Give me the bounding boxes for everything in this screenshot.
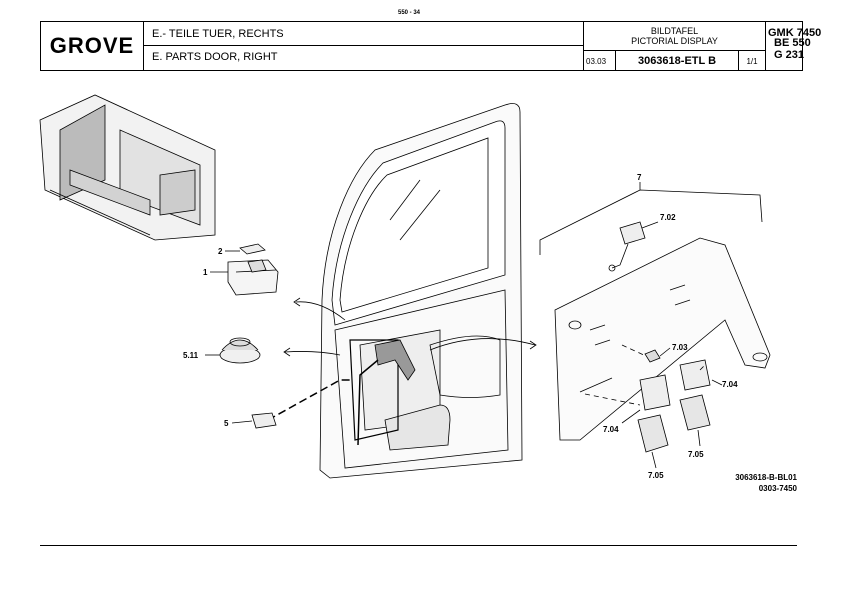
part-7-03-relay bbox=[644, 349, 661, 363]
model-line-3: G 231 bbox=[774, 49, 804, 61]
callout-7-05-right: 7.05 bbox=[688, 450, 704, 459]
part-7-02-switch bbox=[608, 221, 646, 272]
wiring-harness bbox=[267, 379, 350, 421]
part-7-05-socket-left bbox=[637, 414, 669, 453]
title-block: GROVE E.- TEILE TUER, RECHTS E. PARTS DO… bbox=[40, 21, 822, 71]
mounting-bracket bbox=[374, 339, 416, 381]
callout-7-03: 7.03 bbox=[672, 343, 688, 352]
callout-5-11: 5.11 bbox=[183, 351, 199, 360]
relay-mounting-plate bbox=[554, 237, 771, 441]
title-english: E. PARTS DOOR, RIGHT bbox=[144, 46, 584, 70]
callout-7-04-right: 7.04 bbox=[722, 380, 738, 389]
callout-7-05-left: 7.05 bbox=[648, 471, 664, 480]
drawing-code: 3063618-ETL B bbox=[616, 51, 739, 70]
part-7-05-socket-right bbox=[679, 394, 711, 431]
part-2-cap bbox=[239, 243, 266, 255]
footer-divider bbox=[40, 545, 797, 546]
reference-code-2: 0303-7450 bbox=[759, 484, 798, 493]
grove-logo: GROVE bbox=[41, 22, 144, 70]
callout-7-02: 7.02 bbox=[660, 213, 676, 222]
callout-7: 7 bbox=[637, 173, 642, 182]
door-assembly bbox=[319, 103, 523, 479]
part-7-04-relay-right bbox=[679, 359, 711, 391]
title-german: E.- TEILE TUER, RECHTS bbox=[144, 22, 584, 46]
model-line-1: GMK 7450 bbox=[768, 27, 822, 39]
part-7-leader-bracket bbox=[539, 189, 763, 255]
callout-leader-lines bbox=[205, 182, 723, 469]
model-line-2: BE 550 bbox=[774, 37, 811, 49]
callout-1: 1 bbox=[203, 268, 208, 277]
sheet-number: 1/1 bbox=[739, 51, 766, 70]
display-label-german: BILDTAFEL bbox=[650, 26, 699, 36]
callout-7-04-left: 7.04 bbox=[603, 425, 619, 434]
part-1-switch bbox=[227, 259, 279, 296]
part-7-04-relay-left bbox=[639, 374, 671, 411]
display-label: BILDTAFEL PICTORIAL DISPLAY bbox=[584, 22, 766, 51]
callout-5: 5 bbox=[224, 419, 229, 428]
reference-code-1: 3063618-B-BL01 bbox=[735, 473, 797, 482]
assembly-leader-lines bbox=[584, 344, 706, 406]
page-number: 550 - 34 bbox=[398, 10, 421, 16]
direction-arrows bbox=[283, 297, 537, 357]
callout-2: 2 bbox=[218, 247, 223, 256]
part-5-11-buzzer bbox=[219, 337, 261, 364]
model-block: GMK 7450 BE 550 G 231 bbox=[766, 22, 822, 70]
part-5-connector bbox=[251, 412, 277, 429]
crane-cab-thumbnail bbox=[39, 94, 216, 241]
revision-date: 03.03 bbox=[584, 51, 616, 70]
display-label-english: PICTORIAL DISPLAY bbox=[631, 36, 718, 46]
